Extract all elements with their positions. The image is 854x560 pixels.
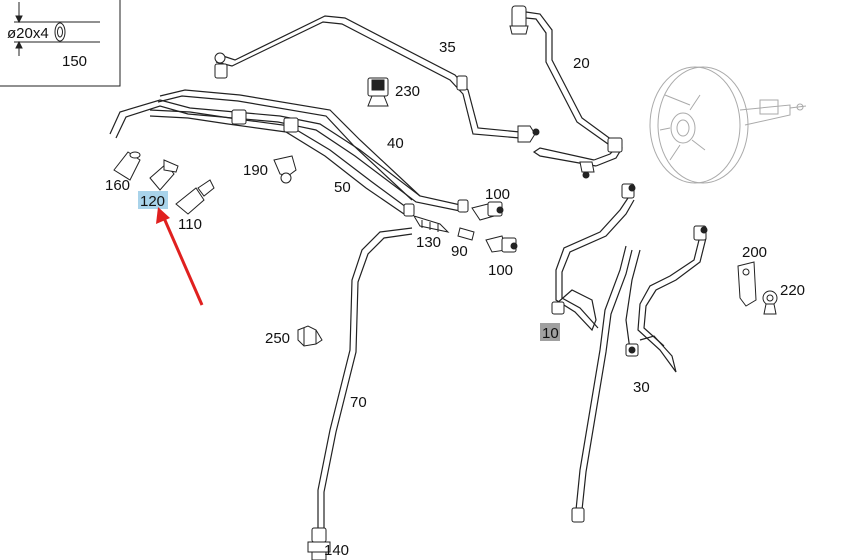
hose-35	[214, 15, 540, 143]
part-120	[149, 159, 179, 191]
part-220-bolt	[762, 290, 778, 315]
label-230[interactable]: 230	[395, 83, 420, 100]
label-200[interactable]: 200	[742, 244, 767, 261]
label-110[interactable]: 110	[178, 216, 202, 233]
label-100b[interactable]: 100	[488, 262, 513, 279]
inset-dimension: ø20x4	[7, 25, 49, 42]
brake-booster	[649, 66, 807, 184]
label-220[interactable]: 220	[780, 282, 805, 299]
label-10[interactable]: 10	[542, 325, 559, 342]
part-230-clip	[367, 77, 389, 107]
inset-part-number: 150	[62, 53, 87, 70]
part-110	[175, 179, 215, 215]
label-20[interactable]: 20	[573, 55, 590, 72]
label-100a[interactable]: 100	[485, 186, 510, 203]
hose-20	[509, 5, 623, 179]
hose-70	[307, 227, 413, 560]
hose-30	[625, 225, 708, 373]
part-250-clip	[297, 325, 323, 347]
label-30[interactable]: 30	[633, 379, 650, 396]
inset-box-150: ø20x4 150	[0, 0, 121, 87]
hose-10	[551, 183, 636, 523]
label-130[interactable]: 130	[416, 234, 441, 251]
part-100b-valve	[485, 235, 518, 253]
label-35[interactable]: 35	[439, 39, 456, 56]
part-200-bracket	[737, 261, 757, 307]
indicator-arrow	[156, 207, 204, 306]
part-130-connector	[412, 215, 450, 233]
selected-part-highlight	[138, 191, 168, 209]
part-160	[113, 151, 141, 181]
label-120[interactable]: 120	[140, 193, 165, 210]
grey-part-highlight	[540, 323, 560, 341]
part-190-clip	[273, 155, 297, 184]
label-50[interactable]: 50	[334, 179, 351, 196]
label-140[interactable]: 140	[324, 542, 349, 559]
label-250[interactable]: 250	[265, 330, 290, 347]
label-40[interactable]: 40	[387, 135, 404, 152]
label-160[interactable]: 160	[105, 177, 130, 194]
label-70[interactable]: 70	[350, 394, 367, 411]
part-90-tube	[457, 227, 475, 241]
hose-40-50	[109, 89, 469, 217]
part-100a-valve	[471, 201, 504, 221]
label-90[interactable]: 90	[451, 243, 468, 260]
label-190[interactable]: 190	[243, 162, 268, 179]
